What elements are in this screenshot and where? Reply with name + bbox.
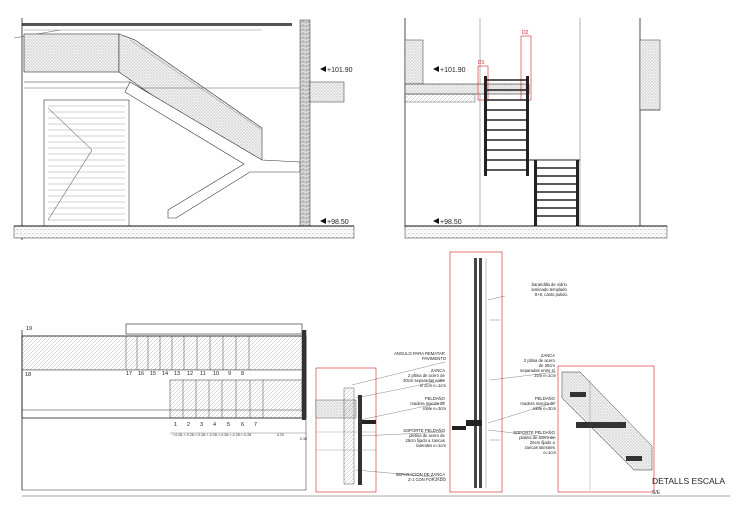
- note-line: sí 2cm e=1cm: [420, 383, 447, 388]
- note-zanca-a: ZANCA 2 pltina de acero de 30cm separada…: [403, 368, 446, 388]
- level-mark-upper-2: +101.90: [433, 66, 466, 74]
- note-line: 30cm separadas entre: [403, 378, 445, 383]
- note-line: separadas entre sí: [520, 368, 556, 373]
- elevation-section-longitudinal: +101.90 +98.50: [13, 18, 355, 240]
- plan-dimension-right: 0.20: [277, 433, 284, 437]
- plan-step: 10: [213, 371, 219, 377]
- plan-step: 1: [174, 422, 177, 428]
- stair-plan: 19 18 17 16 15 14 13 12 11 10 9 8 1 2 3 …: [21, 323, 307, 491]
- note-line: SOPORTE PELDAÑO: [403, 428, 445, 433]
- note-line: de 30cm: [539, 363, 556, 368]
- note-line: laminado templado: [531, 287, 567, 292]
- plan-step: 6: [241, 422, 244, 428]
- elevation-section-transverse: D1 D2 +101.90: [404, 18, 668, 239]
- note-line: 25cm fijado a zancas: [405, 438, 444, 443]
- note-line: madera maciza de: [410, 401, 445, 406]
- plan-step: 7: [254, 422, 257, 428]
- plan-step-18: 18: [25, 372, 31, 378]
- plan-step: 16: [138, 371, 144, 377]
- plan-step: 12: [187, 371, 193, 377]
- plan-step: 8: [241, 371, 244, 377]
- plan-step: 14: [162, 371, 168, 377]
- level-label: +101.90: [327, 67, 353, 74]
- note-line: madera maciza de: [520, 401, 555, 406]
- sheet-title: DETALLS ESCALA: [652, 476, 725, 486]
- plan-upper-run-labels: 17 16 15 14 13 12 11 10 9 8: [126, 371, 244, 377]
- note-peldano-b: PELDAÑO madera maciza de roble e=3cm: [520, 396, 556, 411]
- note-line: PELDAÑO: [535, 396, 556, 401]
- note-line: PAVIMENTO: [422, 356, 447, 361]
- note-line: roble e=3cm: [533, 406, 557, 411]
- note-line: SOPORTE PELDAÑO: [513, 430, 555, 435]
- note-separacion: SEPARACION DE ZANCA Z-1 CON FORJADO: [396, 472, 447, 482]
- note-line: pletina de acero de: [409, 433, 445, 438]
- plan-step: 4: [213, 422, 216, 428]
- level-label: +101.90: [440, 67, 466, 74]
- title-block: DETALLS ESCALA S/E: [22, 476, 730, 497]
- note-angulo: ANGULO PARA REMATAR PAVIMENTO: [394, 351, 447, 361]
- note-line: Z-1 CON FORJADO: [408, 477, 447, 482]
- note-line: 2 pltina de acero: [524, 358, 556, 363]
- detail-mark-d2: D2: [522, 30, 529, 36]
- level-mark-lower-1: +98.50: [320, 218, 349, 226]
- note-line: 25cm fijado a: [530, 440, 556, 445]
- plan-step: 13: [174, 371, 180, 377]
- plan-step: 2: [187, 422, 190, 428]
- note-soporte-b: SOPORTE PELDAÑO platina de acero de 25cm…: [513, 430, 556, 455]
- plan-lower-run-labels: 1 2 3 4 5 6 7: [174, 422, 257, 428]
- level-mark-upper-1: +101.90: [320, 66, 353, 74]
- note-line: 2cm e=1cm: [534, 373, 556, 378]
- plan-step: 11: [200, 371, 206, 377]
- note-line: platina de acero de: [519, 435, 555, 440]
- note-line: SEPARACION DE ZANCA: [396, 472, 446, 477]
- note-zanca-b: ZANCA 2 pltina de acero de 30cm separada…: [520, 353, 556, 378]
- level-mark-lower-2: +98.50: [433, 218, 462, 226]
- note-line: ZANCA: [431, 368, 445, 373]
- level-label: +98.50: [327, 219, 349, 226]
- note-line: barandilla de vidrio: [532, 282, 568, 287]
- note-line: 8+8, canto pulido.: [535, 292, 568, 297]
- sheet-scale: S/E: [652, 490, 661, 496]
- note-peldano-a: PELDAÑO madera maciza de roble e=3cm: [410, 396, 446, 411]
- note-line: zancas laterales: [525, 445, 555, 450]
- stair-connection-details: barandilla de vidrio laminado templado 8…: [315, 251, 655, 493]
- plan-step-19: 19: [26, 326, 32, 332]
- plan-dimension-chain: +-0.28-+-0.28-+-0.28-+-0.28-+-0.28-+-0.2…: [172, 433, 251, 437]
- plan-dimension-end: 0.36: [300, 437, 307, 441]
- note-barandilla: barandilla de vidrio laminado templado 8…: [531, 282, 568, 297]
- note-line: 2 pltina de acero de: [408, 373, 445, 378]
- note-line: ANGULO PARA REMATAR: [394, 351, 445, 356]
- detail-mark-d1: D1: [478, 60, 485, 66]
- plan-step: 9: [228, 371, 231, 377]
- plan-step: 15: [150, 371, 156, 377]
- note-line: laterales e=1cm: [416, 443, 446, 448]
- plan-step: 3: [200, 422, 203, 428]
- level-label: +98.50: [440, 219, 462, 226]
- note-line: e=1cm: [543, 450, 556, 455]
- note-line: PELDAÑO: [425, 396, 446, 401]
- note-line: ZANCA: [541, 353, 555, 358]
- note-line: roble e=3cm: [423, 406, 447, 411]
- plan-step: 17: [126, 371, 132, 377]
- plan-step: 5: [227, 422, 230, 428]
- note-soporte-a: SOPORTE PELDAÑO pletina de acero de 25cm…: [403, 428, 446, 448]
